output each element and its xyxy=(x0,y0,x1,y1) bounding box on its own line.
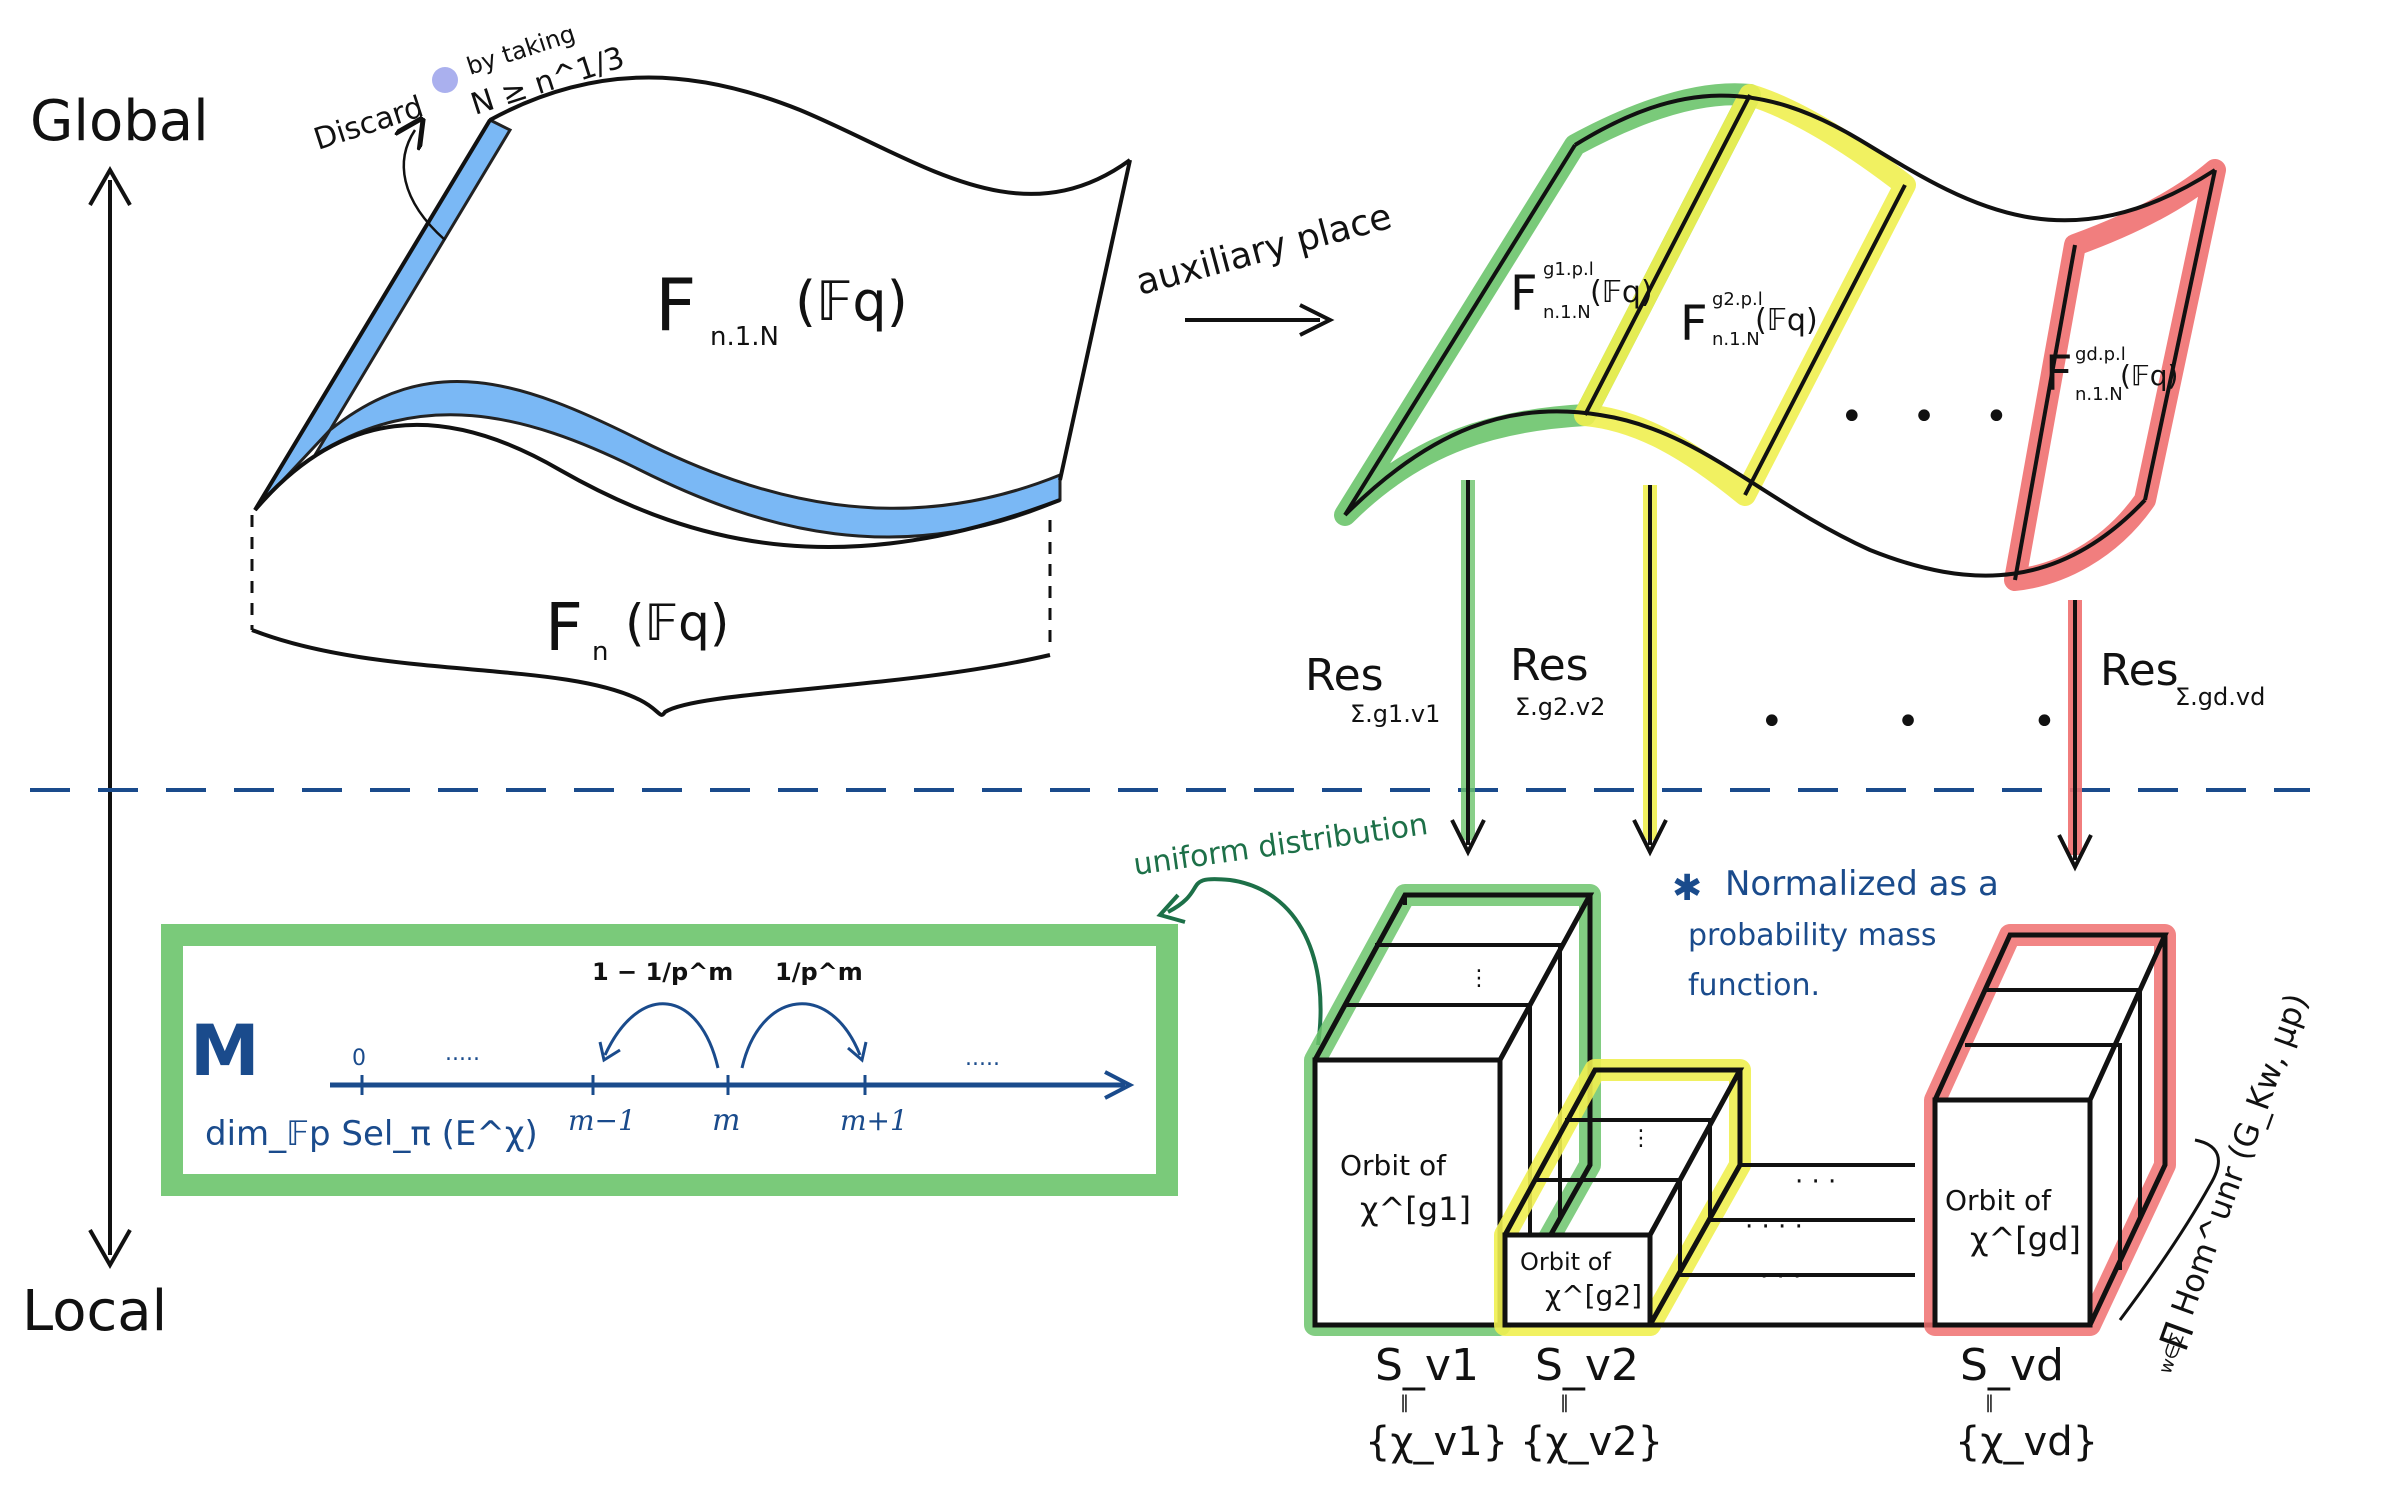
tick-m: m xyxy=(712,1103,740,1138)
set1-label: S_v1 xyxy=(1375,1340,1479,1391)
tick-m-plus-1: m+1 xyxy=(840,1104,908,1137)
rails-dots-3: · · · xyxy=(1760,1262,1801,1292)
set2-content: {χ_v2} xyxy=(1520,1419,1663,1465)
uniform-distribution-label: uniform distribution xyxy=(1131,807,1430,883)
res1-label: Res xyxy=(1305,650,1384,701)
orbit3-char: χ^[gd] xyxy=(1970,1220,2081,1258)
res3-label: Res xyxy=(2100,645,2179,696)
orbit-box-yellow: ⋮ Orbit of χ^[g2] xyxy=(1494,1059,1751,1336)
strip3-F: F xyxy=(2045,346,2073,402)
upper-sheet-field: (𝔽q) xyxy=(795,270,908,333)
lower-sheet-field: (𝔽q) xyxy=(625,594,729,652)
normalized-line1: Normalized as a xyxy=(1725,864,1999,904)
product-label: ∏ Hom^unr (G_Kw, μp) xyxy=(2152,988,2316,1352)
right-jump-prob: 1/p^m xyxy=(775,958,863,986)
orbit3-title: Orbit of xyxy=(1945,1184,2052,1217)
product-brace xyxy=(2118,1138,2220,1321)
normalized-note: ✱ Normalized as a probability mass funct… xyxy=(1672,864,1999,1003)
normalized-line3: function. xyxy=(1688,968,1820,1003)
yellow-box-dots: ⋮ xyxy=(1630,1126,1652,1151)
markov-box: M 0 ..... ..... m−1 m m+1 1 − 1/p^m 1/p^… xyxy=(161,924,1178,1196)
orbit1-title: Orbit of xyxy=(1340,1149,1447,1182)
rails-dots-1: · · · xyxy=(1795,1167,1836,1197)
orbit1-char: χ^[g1] xyxy=(1360,1190,1471,1228)
strip2-sup: g2.p.l xyxy=(1712,289,1763,310)
discard-label: Discard xyxy=(310,89,428,157)
lower-sheet-sub: n xyxy=(592,637,608,667)
normalized-star: ✱ xyxy=(1672,868,1702,909)
green-box-dots: ⋮ xyxy=(1468,966,1490,991)
set3-content: {χ_vd} xyxy=(1955,1419,2098,1465)
lower-sheet-F: F xyxy=(545,589,583,666)
strip3-sup: gd.p.l xyxy=(2075,344,2126,365)
upper-sheet-sub: n.1.N xyxy=(710,322,779,352)
orbit-box-green: ⋮ Orbit of χ^[g1] xyxy=(1304,884,1601,1336)
markov-symbol: M xyxy=(190,1010,260,1092)
strip2-F: F xyxy=(1680,296,1708,352)
strip1-field: (𝔽q) xyxy=(1590,275,1653,310)
strip2-sub: n.1.N xyxy=(1712,329,1760,350)
origin-label: 0 xyxy=(352,1046,366,1071)
upper-sheet-F: F xyxy=(655,263,696,347)
res-arrows: Res Σ.g1.v1 Res Σ.g2.v2 Res Σ.gd.vd • • … xyxy=(1305,480,2265,872)
strip1-sup: g1.p.l xyxy=(1543,259,1594,280)
right-surface: F g1.p.l n.1.N (𝔽q) F g2.p.l n.1.N (𝔽q) … xyxy=(1334,83,2226,591)
strip3-sub: n.1.N xyxy=(2075,384,2123,405)
rails-dots-2: · · · · xyxy=(1745,1212,1803,1242)
orbit2-char: χ^[g2] xyxy=(1545,1279,1642,1312)
auxiliary-place-arrow: auxiliary place xyxy=(1132,196,1396,337)
res2-sub: Σ.g2.v2 xyxy=(1515,693,1605,721)
strip3-field: (𝔽q) xyxy=(2120,359,2178,392)
tick-m-minus-1: m−1 xyxy=(568,1104,636,1137)
auxiliary-place-label: auxiliary place xyxy=(1132,196,1396,304)
res2-label: Res xyxy=(1510,640,1589,691)
set3-label: S_vd xyxy=(1960,1340,2064,1391)
orbit2-title: Orbit of xyxy=(1520,1248,1611,1276)
left-dots: ..... xyxy=(445,1041,480,1066)
set1-content: {χ_v1} xyxy=(1365,1419,1508,1465)
global-label: Global xyxy=(30,89,209,154)
set-labels: S_v1 ‖ {χ_v1} S_v2 ‖ {χ_v2} S_vd ‖ {χ_vd… xyxy=(1365,1340,2098,1465)
res-ellipsis: • • • xyxy=(1760,699,2106,745)
global-local-axis: Global Local xyxy=(22,89,209,1344)
left-jump-prob: 1 − 1/p^m xyxy=(592,958,733,986)
orbit-boxes: ⋮ Orbit of χ^[g1] ⋮ Orbit of χ^[g2] · · … xyxy=(1304,884,2316,1377)
strip1-sub: n.1.N xyxy=(1543,302,1591,323)
set3-eq: ‖ xyxy=(1985,1392,1994,1413)
discard-dot xyxy=(432,67,458,93)
set2-eq: ‖ xyxy=(1560,1392,1569,1413)
local-label: Local xyxy=(22,1279,167,1344)
right-surface-ellipsis: • • • xyxy=(1840,394,2026,440)
orbit-box-red: Orbit of χ^[gd] xyxy=(1924,924,2176,1336)
strip1-F: F xyxy=(1510,266,1538,322)
res3-sub: Σ.gd.vd xyxy=(2175,683,2265,711)
set1-eq: ‖ xyxy=(1400,1392,1409,1413)
right-dots: ..... xyxy=(965,1046,1000,1071)
res1-sub: Σ.g1.v1 xyxy=(1350,700,1440,728)
left-surface: Discard by taking N ≥ n^1/3 F n.1.N (𝔽q)… xyxy=(250,19,1132,717)
axis-label: dim_𝔽p Sel_π (E^χ) xyxy=(205,1114,538,1154)
set2-label: S_v2 xyxy=(1535,1340,1639,1391)
connecting-rails: · · · · · · · · · · xyxy=(1650,1163,1935,1328)
normalized-line2: probability mass xyxy=(1688,918,1936,953)
strip2-field: (𝔽q) xyxy=(1755,303,1818,338)
